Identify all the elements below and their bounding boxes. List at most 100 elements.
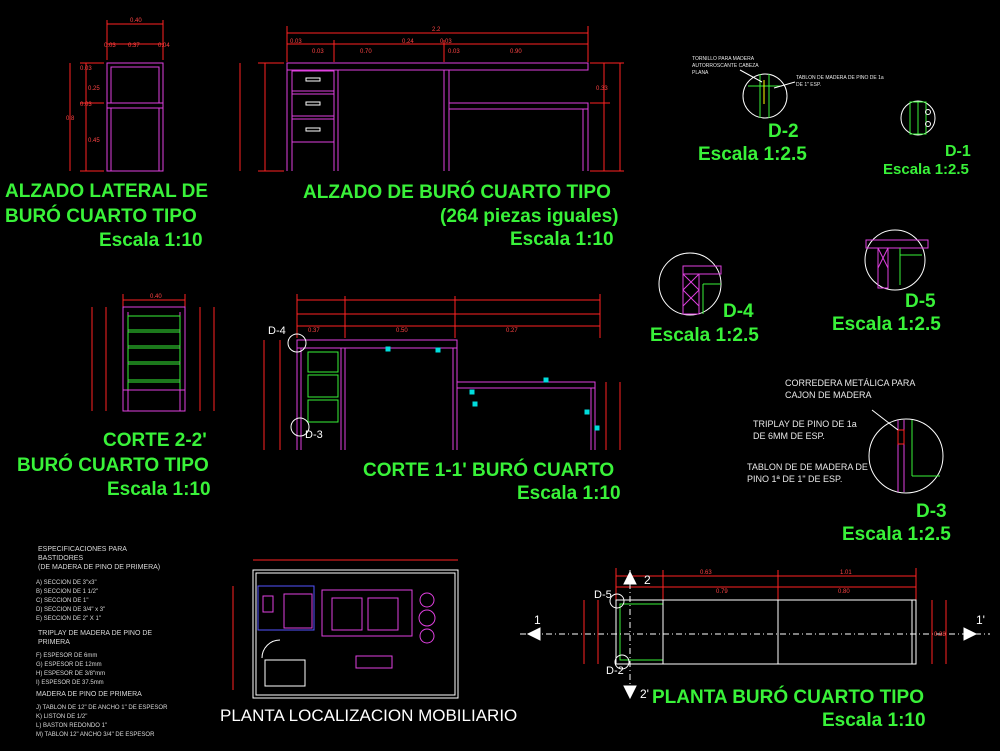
dim-lat-top: 0.40 xyxy=(130,18,142,24)
spec-c: C) SECCION DE 1" xyxy=(36,598,89,604)
callout-labels: D-4 D-3 D-5 D-2 1 1' 2 2' xyxy=(268,325,985,701)
dim-lat-sub3: 0.04 xyxy=(158,43,170,49)
d3-note-6: PINO 1ª DE 1" DE ESP. xyxy=(747,474,843,484)
dim-corte11-a: 0.37 xyxy=(308,328,320,334)
d3-note-1: CORREDERA METÁLICA PARA xyxy=(785,378,916,388)
title-d1-label: D-1 xyxy=(945,143,971,160)
spec-heading-1: ESPECIFICACIONES PARA xyxy=(38,546,127,553)
detail-d2-drawing xyxy=(739,69,796,119)
spec-e: E) SECCION DE 2" X 1" xyxy=(36,616,101,622)
spec-h: H) ESPESOR DE 3/8"mm xyxy=(36,671,106,677)
spec-heading-5: PRIMERA xyxy=(38,639,70,646)
dim-planta-v: 0.38 xyxy=(934,632,946,638)
callout-d3: D-3 xyxy=(305,429,323,441)
title-d3-scale: Escala 1:2.5 xyxy=(842,524,951,545)
dim-lat-sub1: 0.03 xyxy=(104,43,116,49)
spec-g: G) ESPESOR DE 12mm xyxy=(36,662,102,668)
spec-k: K) LISTON DE 1/2" xyxy=(36,714,88,720)
title-lateral-scale: Escala 1:10 xyxy=(99,230,203,251)
d2-note-2: AUTORROSCANTE CABEZA xyxy=(692,63,759,69)
title-alzado-line1: ALZADO DE BURÓ CUARTO TIPO xyxy=(303,182,611,203)
planta-buro-drawing xyxy=(520,568,990,700)
d3-note-3: TRIPLAY DE PINO DE 1a xyxy=(753,419,857,429)
title-d4-scale: Escala 1:2.5 xyxy=(650,325,759,346)
spec-m: M) TABLON 12" ANCHO 3/4" DE ESPESOR xyxy=(36,732,155,738)
title-alzado-line2: (264 piezas iguales) xyxy=(440,206,619,227)
dim-alz-b: 0.24 xyxy=(402,39,414,45)
title-alzado-scale: Escala 1:10 xyxy=(510,229,614,250)
dim-corte11-b: 0.50 xyxy=(396,328,408,334)
title-corte11-scale: Escala 1:10 xyxy=(517,483,621,504)
dim-alz-a: 0.03 xyxy=(290,39,302,45)
d3-note-5: TABLON DE DE MADERA DE xyxy=(747,462,868,472)
spec-a: A) SECCION DE 3"x3" xyxy=(36,580,97,586)
callout-d2: D-2 xyxy=(606,665,624,677)
dim-lat-sub2: 0.37 xyxy=(128,43,140,49)
d2-note-3: PLANA xyxy=(692,70,709,76)
title-d2-label: D-2 xyxy=(768,121,799,142)
callout-d4: D-4 xyxy=(268,325,286,337)
title-planta-buro-scale: Escala 1:10 xyxy=(822,710,926,731)
detail-d1-drawing xyxy=(900,100,936,136)
dim-lat-v2: 0.25 xyxy=(88,86,100,92)
dim-lat-total: 0.8 xyxy=(66,116,75,122)
spec-heading-4: TRIPLAY DE MADERA DE PINO DE xyxy=(38,630,153,637)
title-d5-scale: Escala 1:2.5 xyxy=(832,314,941,335)
section-2-prime: 2' xyxy=(640,687,649,701)
dim-alz-d: 0.70 xyxy=(360,49,372,55)
dim-planta-d: 0.80 xyxy=(838,589,850,595)
dim-alz-total: 2.2 xyxy=(432,27,441,33)
d3-note-2: CAJON DE MADERA xyxy=(785,390,872,400)
alzado-buro-drawing xyxy=(239,26,624,172)
d2-note-5: DE 1" ESP. xyxy=(796,82,822,88)
dim-lat-v3: 0.03 xyxy=(80,102,92,108)
title-d4-label: D-4 xyxy=(723,301,754,322)
title-corte22-line1: CORTE 2-2' xyxy=(103,430,207,451)
section-1: 1 xyxy=(534,613,541,627)
detail-d4-drawing xyxy=(658,252,722,316)
spec-f: F) ESPESOR DE 6mm xyxy=(36,653,98,659)
spec-j: J) TABLON DE 12" DE ANCHO 1" DE ESPESOR xyxy=(36,705,168,711)
dim-lat-v4: 0.45 xyxy=(88,138,100,144)
alzado-lateral-drawing xyxy=(69,20,164,172)
dimension-labels: 0.40 0.03 0.37 0.04 0.03 0.25 0.03 0.45 … xyxy=(66,18,946,638)
spec-i: I) ESPESOR DE 37.5mm xyxy=(36,680,104,686)
title-d5-label: D-5 xyxy=(905,291,936,312)
dim-alz-c: 0.03 xyxy=(440,39,452,45)
title-planta-buro-line1: PLANTA BURÓ CUARTO TIPO xyxy=(652,687,924,708)
section-2: 2 xyxy=(644,573,651,587)
d2-note-4: TABLON DE MADERA DE PINO DE 1a xyxy=(796,75,884,81)
planta-localizacion-drawing xyxy=(232,559,459,699)
title-d1-scale: Escala 1:2.5 xyxy=(883,161,969,178)
detail-d3-drawing xyxy=(868,409,944,494)
spec-heading-6: MADERA DE PINO DE PRIMERA xyxy=(36,691,142,698)
dim-alz-e: 0.03 xyxy=(312,49,324,55)
dim-corte22-top: 0.40 xyxy=(150,294,162,300)
section-1-prime: 1' xyxy=(976,613,985,627)
title-corte22-scale: Escala 1:10 xyxy=(107,479,211,500)
dim-planta-b: 1.01 xyxy=(840,570,852,576)
dim-planta-a: 0.63 xyxy=(700,570,712,576)
title-planta-localizacion: PLANTA LOCALIZACION MOBILIARIO xyxy=(220,706,518,725)
title-corte22-line2: BURÓ CUARTO TIPO xyxy=(17,455,209,476)
dim-alz-h: 0.33 xyxy=(596,86,608,92)
spec-heading-3: (DE MADERA DE PINO DE PRIMERA) xyxy=(38,564,161,571)
title-lateral-line1: ALZADO LATERAL DE xyxy=(5,181,209,202)
detail-d5-drawing xyxy=(864,229,929,291)
spec-d: D) SECCION DE 3/4" x 3" xyxy=(36,607,106,613)
spec-b: B) SECCION DE 1 1/2" xyxy=(36,589,99,595)
spec-l: L) BASTON REDONDO 1" xyxy=(36,723,108,729)
dim-alz-f: 0.90 xyxy=(510,49,522,55)
corte-11-drawing xyxy=(263,294,621,450)
title-d3-label: D-3 xyxy=(916,501,947,522)
title-lateral-line2: BURÓ CUARTO TIPO xyxy=(5,206,197,227)
dim-planta-c: 0.79 xyxy=(716,589,728,595)
spec-heading-2: BASTIDORES xyxy=(38,555,84,562)
callout-d5: D-5 xyxy=(594,589,612,601)
title-d2-scale: Escala 1:2.5 xyxy=(698,144,807,165)
dim-corte11-c: 0.27 xyxy=(506,328,518,334)
dim-lat-v1: 0.03 xyxy=(80,66,92,72)
title-corte11-line1: CORTE 1-1' BURÓ CUARTO xyxy=(363,460,615,481)
d3-note-4: DE 6MM DE ESP. xyxy=(753,431,825,441)
